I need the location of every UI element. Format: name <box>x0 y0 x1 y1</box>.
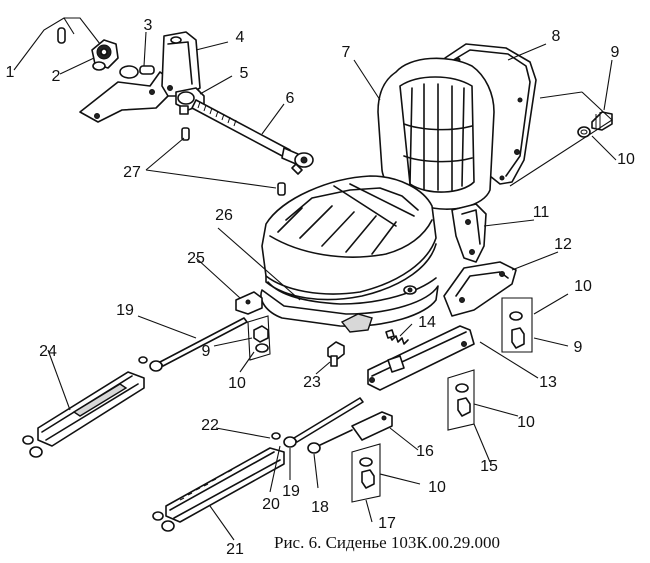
slide-rail-part-24 <box>22 371 145 458</box>
part-label-10-left: 10 <box>228 375 246 392</box>
bracket-part-4 <box>161 31 201 97</box>
part-label-24: 24 <box>39 343 57 360</box>
part-label-19-low: 19 <box>282 483 300 500</box>
part-label-3: 3 <box>143 17 153 34</box>
part-label-26: 26 <box>215 207 233 224</box>
knob-part-2 <box>91 39 119 71</box>
part-label-6: 6 <box>285 90 295 107</box>
bolt-part-23 <box>327 341 345 367</box>
lever-part-16 <box>317 411 393 447</box>
pin-part-27-lower <box>277 182 286 196</box>
part-label-15: 15 <box>480 458 498 475</box>
part-label-18: 18 <box>311 499 329 516</box>
part-label-12: 12 <box>554 236 572 253</box>
part-label-9-left: 9 <box>201 343 211 360</box>
part-label-16: 16 <box>416 443 434 460</box>
part-label-20: 20 <box>262 496 280 513</box>
part-label-9-top: 9 <box>610 44 620 61</box>
runner-part-13 <box>367 325 475 391</box>
leader-lines <box>13 17 617 541</box>
part-label-25: 25 <box>187 250 205 267</box>
part-label-14: 14 <box>418 314 436 331</box>
part-label-22: 22 <box>201 417 219 434</box>
figure-caption: Рис. 6. Сиденье 103К.00.29.000 <box>274 533 500 552</box>
part-label-5: 5 <box>239 65 249 82</box>
base-plate-part-26 <box>260 277 439 333</box>
part-label-13: 13 <box>539 374 557 391</box>
rod-part-19-left <box>138 317 248 372</box>
part-label-27: 27 <box>123 164 141 181</box>
rod-part-19-right <box>271 397 364 448</box>
part-label-19-left: 19 <box>116 302 134 319</box>
part-label-11: 11 <box>532 204 550 221</box>
knob-part-18 <box>307 442 321 454</box>
box-hardware-bottom <box>351 443 381 503</box>
box-hardware-right-mid <box>447 369 475 431</box>
rail-bracket-part-12 <box>443 261 517 317</box>
part-label-2: 2 <box>51 68 61 85</box>
spring-part-14 <box>385 329 409 345</box>
pin-part-1 <box>57 27 66 44</box>
part-label-8: 8 <box>551 28 561 45</box>
part-label-10-right: 10 <box>574 278 592 295</box>
bolt-part-9-top <box>591 111 613 131</box>
part-label-7: 7 <box>341 44 351 61</box>
threaded-rod-part-6 <box>191 99 314 175</box>
part-label-10-mid: 10 <box>517 414 535 431</box>
part-label-23: 23 <box>303 374 321 391</box>
part-label-10-low: 10 <box>428 479 446 496</box>
part-label-9-right: 9 <box>573 339 583 356</box>
part-label-17: 17 <box>378 515 396 532</box>
seat-cushion <box>261 175 437 301</box>
part-label-21: 21 <box>226 541 244 558</box>
pin-part-27-upper <box>181 127 190 141</box>
clip-part-25 <box>235 291 263 315</box>
hinge-bracket-part-11 <box>451 203 487 263</box>
part-label-10-top: 10 <box>617 151 635 168</box>
slide-rail-part-21 <box>152 447 285 532</box>
washer-part-10-top <box>577 126 591 138</box>
part-label-1: 1 <box>5 64 15 81</box>
box-hardware-left <box>247 315 271 361</box>
part-label-4: 4 <box>235 29 245 46</box>
box-hardware-right-top <box>501 297 533 353</box>
axle-part-3 <box>139 65 155 75</box>
